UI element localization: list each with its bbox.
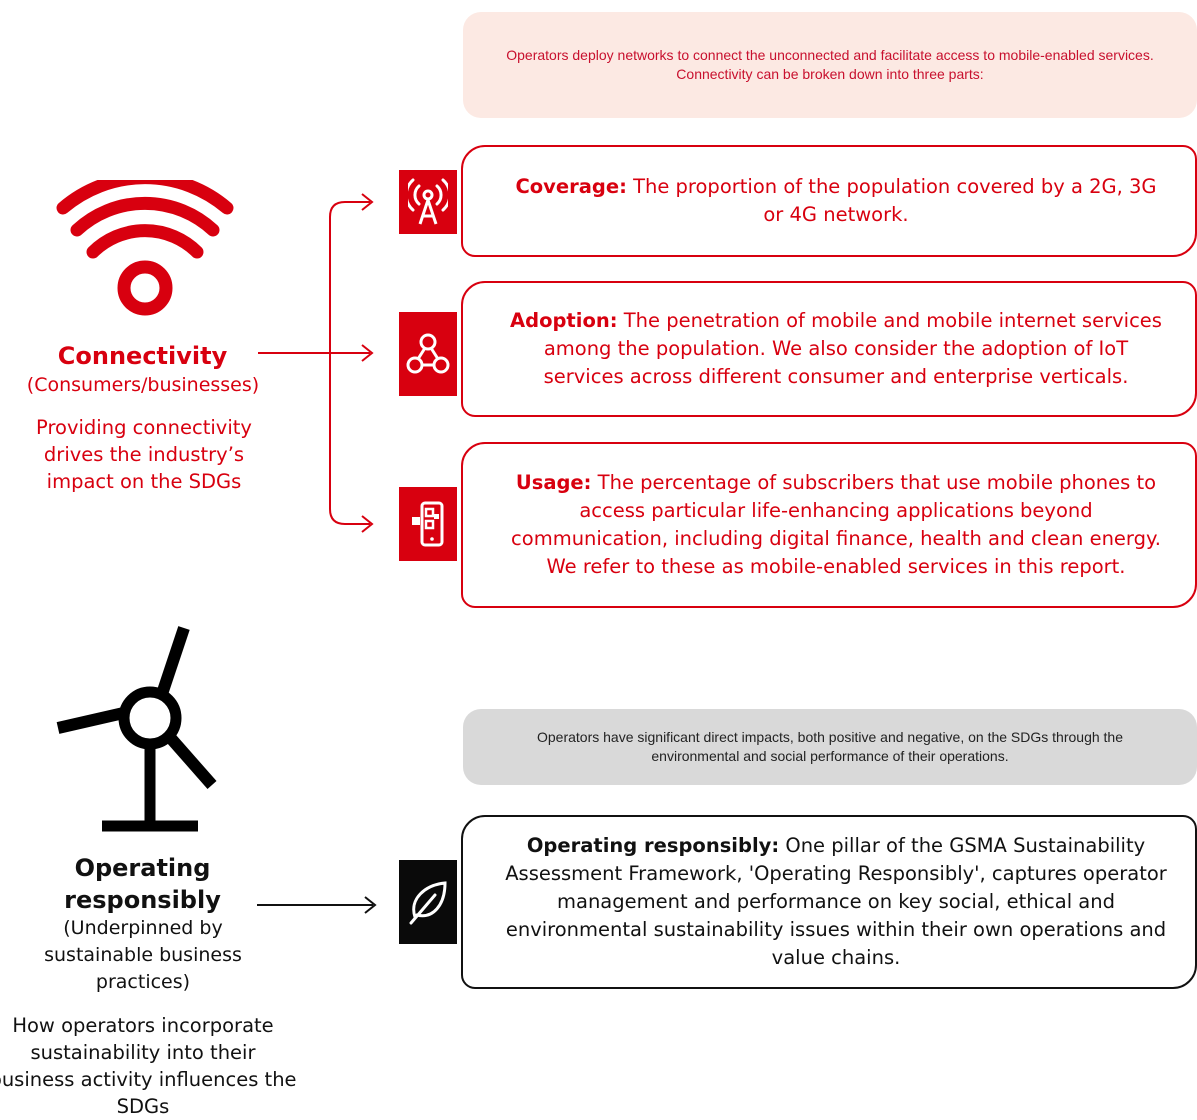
wifi-icon bbox=[56, 180, 234, 316]
wind-turbine-icon bbox=[56, 626, 217, 832]
connectivity-intro-note: Operators deploy networks to connect the… bbox=[463, 12, 1197, 118]
operating-card: Operating responsibly: One pillar of the… bbox=[461, 815, 1197, 989]
usage-description: The percentage of subscribers that use m… bbox=[511, 471, 1161, 578]
connectivity-connector bbox=[258, 193, 374, 533]
coverage-card-text: Coverage: The proportion of the populati… bbox=[503, 173, 1169, 229]
connectivity-description: Providing connectivity drives the indust… bbox=[36, 416, 252, 493]
adoption-description: The penetration of mobile and mobile int… bbox=[543, 309, 1162, 388]
usage-term: Usage: bbox=[515, 471, 592, 494]
operating-title: Operating responsibly bbox=[40, 852, 245, 916]
usage-card-text: Usage: The percentage of subscribers tha… bbox=[503, 469, 1169, 581]
connectivity-intro-text: Operators deploy networks to connect the… bbox=[506, 47, 1154, 82]
operating-description: How operators incorporate sustainability… bbox=[0, 1014, 297, 1118]
operating-intro-text: Operators have significant direct impact… bbox=[537, 729, 1123, 764]
adoption-term: Adoption: bbox=[510, 309, 618, 332]
adoption-card: Adoption: The penetration of mobile and … bbox=[461, 281, 1197, 417]
operating-term: Operating responsibly: bbox=[526, 834, 780, 857]
operating-subtitle: (Underpinned by sustainable business pra… bbox=[44, 917, 242, 993]
antenna-icon bbox=[399, 170, 457, 234]
coverage-card: Coverage: The proportion of the populati… bbox=[461, 145, 1197, 257]
network-nodes-icon bbox=[399, 312, 457, 396]
phone-apps-icon bbox=[399, 487, 457, 561]
coverage-description: The proportion of the population covered… bbox=[626, 175, 1157, 226]
leaf-icon bbox=[399, 860, 457, 944]
operating-connector bbox=[257, 896, 377, 914]
operating-card-text: Operating responsibly: One pillar of the… bbox=[503, 832, 1169, 972]
adoption-card-text: Adoption: The penetration of mobile and … bbox=[503, 307, 1169, 391]
operating-title-line1: Operating bbox=[74, 854, 211, 882]
connectivity-title: Connectivity bbox=[57, 342, 228, 370]
coverage-term: Coverage: bbox=[515, 175, 627, 198]
operating-title-line2: responsibly bbox=[64, 886, 221, 914]
operating-intro-note: Operators have significant direct impact… bbox=[463, 709, 1197, 785]
connectivity-subtitle: (Consumers/businesses) bbox=[26, 374, 260, 396]
operating-card-description: One pillar of the GSMA Sustainability As… bbox=[505, 834, 1167, 969]
usage-card: Usage: The percentage of subscribers tha… bbox=[461, 442, 1197, 608]
